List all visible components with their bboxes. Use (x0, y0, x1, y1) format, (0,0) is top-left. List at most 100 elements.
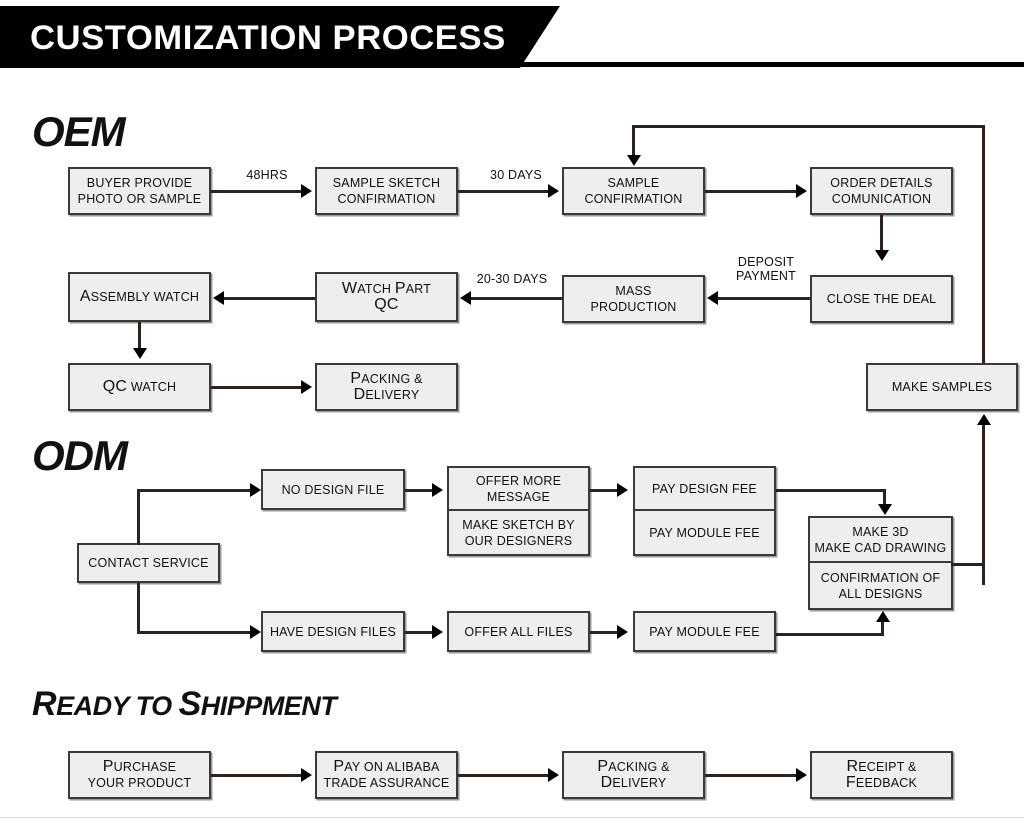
arrowhead-have-design-to-offer-all (432, 625, 443, 639)
connector-purchase-to-pay-alibaba (211, 774, 303, 777)
box-assembly-watch-cap: A (79, 288, 91, 305)
label-48hrs: 48HRS (246, 168, 288, 182)
header-banner: CUSTOMIZATION PROCESS (0, 6, 1024, 68)
connector-buyer-to-sketch (211, 190, 303, 193)
box-make-3d-top1: MAKE 3D (852, 524, 909, 539)
box-pay-module-fee-upper-label: PAY MODULE FEE (649, 525, 760, 540)
box-receipt-rest1: ECEIPT & (858, 760, 917, 774)
box-order-details-comunication[interactable]: ORDER DETAILS COMUNICATION (810, 167, 953, 215)
ready-heading-rest1: EADY (56, 691, 129, 721)
box-receipt-feedback[interactable]: RECEIPT & FEEDBACK (810, 751, 953, 799)
box-make-3d-top: MAKE 3D MAKE CAD DRAWING (810, 518, 951, 563)
arrowhead-no-design-to-offer-more (432, 483, 443, 497)
label-deposit-payment: DEPOSIT PAYMENT (736, 255, 796, 283)
box-sample-sketch-line1: SAMPLE SKETCH (332, 176, 441, 190)
box-oem-packing-cap1: P (350, 370, 362, 387)
box-offer-more-message-bottom: MAKE SKETCH BY OUR DESIGNERS (449, 511, 588, 554)
header-rule (0, 62, 1024, 67)
arrowhead-offer-all-to-pay-module (617, 625, 628, 639)
connector-assembly-to-qc-watch (138, 322, 141, 354)
box-offer-more-message-top: OFFER MORE MESSAGE (449, 468, 588, 511)
box-offer-more-message[interactable]: OFFER MORE MESSAGE MAKE SKETCH BY OUR DE… (447, 466, 590, 556)
box-watch-part-qc-cap1: W (341, 280, 358, 297)
box-oem-packing-cap2: D (353, 386, 366, 403)
arrowhead-pay-module-to-make3d (876, 611, 890, 622)
box-ready-packing-delivery[interactable]: PACKING & DELIVERY (562, 751, 705, 799)
arrowhead-qc-watch-to-packing (301, 380, 312, 394)
connector-sketch-to-sample-conf (458, 190, 550, 193)
ready-heading-mid: TO (128, 691, 179, 721)
box-pay-on-alibaba[interactable]: PAY ON ALIBABA TRADE ASSURANCE (315, 751, 458, 799)
arrowhead-contact-to-no-design (250, 483, 261, 497)
connector-pay-design-to-make3d-h (776, 489, 886, 492)
connector-contact-to-have-design (137, 631, 252, 634)
box-close-the-deal[interactable]: CLOSE THE DEAL (810, 275, 953, 323)
connector-order-to-close-deal (880, 215, 883, 257)
box-oem-packing-delivery[interactable]: PACKING & DELIVERY (315, 363, 458, 411)
box-pay-alibaba-line2: TRADE ASSURANCE (323, 776, 450, 790)
page-title: CUSTOMIZATION PROCESS (30, 19, 506, 57)
box-pay-module-fee-label: PAY MODULE FEE (649, 624, 760, 639)
connector-contact-branch-up (137, 489, 140, 545)
arrowhead-assembly-to-qc-watch (133, 348, 147, 359)
box-offer-all-files[interactable]: OFFER ALL FILES (447, 611, 590, 652)
connector-have-design-to-offer-all (405, 631, 434, 634)
arrowhead-sketch-to-sample-conf (548, 184, 559, 198)
connector-pay-module-to-make3d-h (776, 633, 884, 636)
box-make-samples[interactable]: MAKE SAMPLES (866, 363, 1018, 411)
box-watch-part-qc-line2: QC (374, 296, 399, 313)
arrowhead-watch-part-to-assembly (213, 291, 224, 305)
connector-mass-to-watch-part-qc (471, 297, 562, 300)
box-receipt-cap2: F (845, 774, 856, 791)
box-make-3d-bot1: CONFIRMATION OF (820, 570, 941, 585)
box-qc-watch[interactable]: QC WATCH (68, 363, 211, 411)
box-watch-part-qc[interactable]: WATCH PART QC (315, 272, 458, 322)
arrowhead-sample-conf-to-order (796, 184, 807, 198)
box-assembly-watch[interactable]: ASSEMBLY WATCH (68, 272, 211, 322)
connector-close-deal-to-mass (718, 297, 810, 300)
arrowhead-buyer-to-sketch (301, 184, 312, 198)
box-have-design-files[interactable]: HAVE DESIGN FILES (261, 611, 405, 652)
box-pay-design-fee: PAY DESIGN FEE (635, 468, 774, 511)
header-banner-shape (0, 6, 560, 68)
box-sample-confirmation-line1: SAMPLE (607, 176, 660, 190)
box-no-design-file-line1: NO DESIGN FILE (281, 482, 385, 497)
box-make-3d[interactable]: MAKE 3D MAKE CAD DRAWING CONFIRMATION OF… (808, 516, 953, 610)
box-no-design-file[interactable]: NO DESIGN FILE (261, 469, 405, 510)
arrowhead-purchase-to-pay-alibaba (301, 768, 312, 782)
box-pay-module-fee[interactable]: PAY MODULE FEE (633, 611, 776, 652)
box-pay-module-fee-upper: PAY MODULE FEE (635, 511, 774, 554)
box-mass-production-line1: MASS (615, 284, 652, 298)
footer-divider (0, 817, 1024, 818)
box-purchase-line2: YOUR PRODUCT (87, 776, 192, 790)
box-pay-fees[interactable]: PAY DESIGN FEE PAY MODULE FEE (633, 466, 776, 556)
box-oem-packing-rest1: ACKING & (361, 372, 423, 386)
box-make-samples-line1: MAKE SAMPLES (891, 380, 993, 394)
box-offer-more-bot2: OUR DESIGNERS (464, 533, 573, 548)
connector-contact-to-no-design (137, 489, 252, 492)
box-mass-production-line2: PRODUCTION (590, 300, 677, 314)
arrowhead-pay-design-to-make3d (878, 504, 892, 515)
box-qc-watch-cap: QC (102, 378, 128, 395)
label-30days: 30 DAYS (490, 168, 542, 182)
arrowhead-contact-to-have-design (250, 625, 261, 639)
box-sample-sketch-confirmation[interactable]: SAMPLE SKETCH CONFIRMATION (315, 167, 458, 215)
box-offer-more-top1: OFFER MORE (475, 473, 562, 488)
box-sample-confirmation[interactable]: SAMPLE CONFIRMATION (562, 167, 705, 215)
box-sample-sketch-line2: CONFIRMATION (337, 192, 436, 206)
box-offer-more-bot1: MAKE SKETCH BY (462, 517, 575, 532)
connector-contact-branch-down (137, 583, 140, 633)
box-ready-packing-cap2: D (600, 774, 613, 791)
box-pay-design-fee-label: PAY DESIGN FEE (652, 481, 757, 496)
box-purchase-your-product[interactable]: PURCHASE YOUR PRODUCT (68, 751, 211, 799)
box-ready-packing-rest1: ACKING & (608, 760, 670, 774)
connector-pay-design-to-make3d-v (883, 489, 886, 509)
box-mass-production[interactable]: MASS PRODUCTION (562, 275, 705, 323)
box-contact-service[interactable]: CONTACT SERVICE (77, 543, 220, 583)
arrowhead-close-deal-to-mass (707, 291, 718, 305)
box-buyer-provide[interactable]: BUYER PROVIDE PHOTO OR SAMPLE (68, 167, 211, 215)
section-heading-ready: READY TO SHIPPMENT (32, 685, 337, 724)
ready-heading-cap1: R (32, 685, 57, 723)
connector-watch-part-to-assembly (224, 297, 315, 300)
